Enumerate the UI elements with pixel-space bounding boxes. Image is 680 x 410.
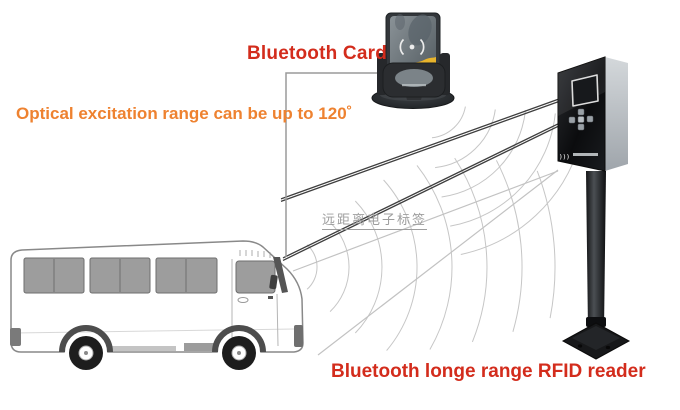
card-holder-cup-inner xyxy=(395,69,433,87)
rfid-reader-label: Bluetooth longe range RFID reader xyxy=(331,361,646,382)
bus-front-corner xyxy=(294,325,303,347)
reader-base xyxy=(561,322,631,360)
bus-windows xyxy=(23,257,276,294)
reader-logo: ))) xyxy=(559,153,598,161)
rfid-reader-device: ))) xyxy=(557,56,631,360)
reader-display xyxy=(571,74,599,107)
contactless-icon xyxy=(399,38,425,56)
bus-wheel-rear xyxy=(69,336,103,370)
beam-line-dark-upper xyxy=(280,97,563,203)
bus-mirror xyxy=(269,274,278,290)
tag-cn-label: 远距离电子标签 xyxy=(322,209,428,230)
bluetooth-card-label: Bluetooth Card xyxy=(247,43,388,64)
bus-wheel-front xyxy=(222,336,256,370)
reader-side-panel xyxy=(605,57,628,171)
bus-roof-rack xyxy=(239,250,271,258)
bus-door-handle xyxy=(268,296,273,299)
reader-logo-text-bar xyxy=(573,153,598,156)
bus-emblem xyxy=(237,297,249,303)
reader-logo-mark: ))) xyxy=(559,154,570,161)
reader-keypad xyxy=(568,108,594,131)
bus-skirt-light xyxy=(112,346,176,351)
minibus xyxy=(10,240,304,370)
beam-line-light-upper xyxy=(292,170,559,272)
bus-front-wheel-arch xyxy=(212,325,266,353)
bus-a-pillar xyxy=(273,257,288,293)
bluetooth-card-device xyxy=(371,12,455,109)
beam-line-light-lower xyxy=(317,169,559,356)
reader-pole-collar xyxy=(586,317,606,327)
bus-rear-wheel-arch xyxy=(59,325,113,353)
optical-range-label: Optical excitation range can be up to 12… xyxy=(16,104,353,123)
bus-signal-arcs xyxy=(306,157,556,351)
bus-skirt-dark xyxy=(184,343,216,351)
bluetooth-card-leader-line xyxy=(285,72,377,257)
reader-pole xyxy=(586,171,606,330)
card-holder-label-bar xyxy=(402,84,426,87)
bus-door-window xyxy=(235,260,276,294)
bus-rear-bumper xyxy=(10,328,21,346)
beam-line-dark-lower xyxy=(282,122,561,261)
